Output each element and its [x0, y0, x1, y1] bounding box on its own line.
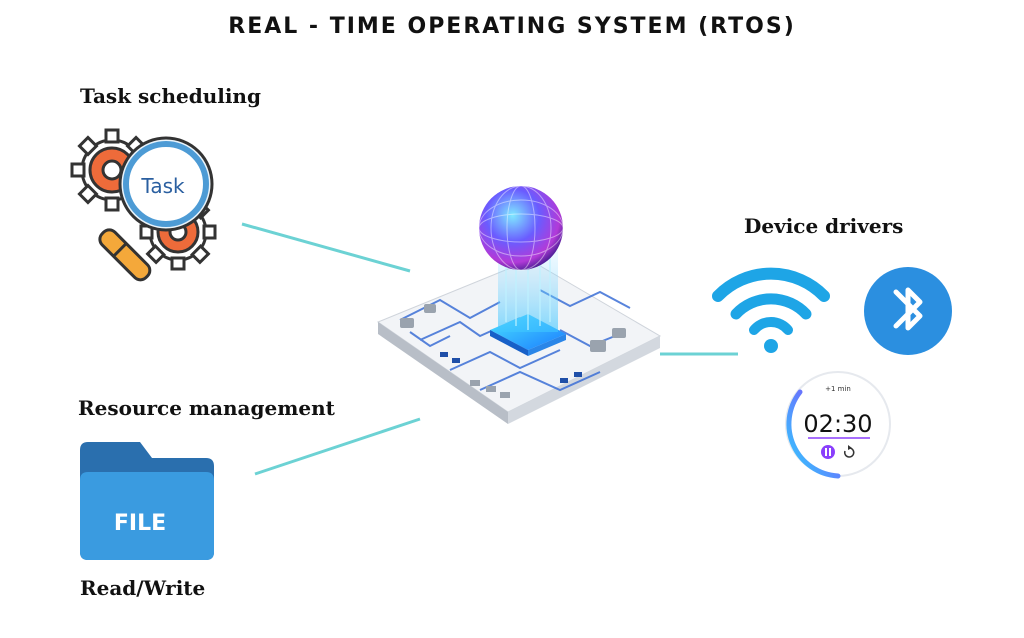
task-icon-text: Task	[140, 174, 185, 198]
bluetooth-icon	[864, 267, 952, 355]
pause-icon	[821, 445, 835, 459]
reset-icon	[844, 445, 855, 458]
connector-resource	[254, 417, 421, 476]
diagram-title: REAL - TIME OPERATING SYSTEM (RTOS)	[228, 14, 796, 39]
file-folder-icon: FILE	[80, 442, 214, 560]
globe-sphere	[479, 186, 563, 270]
timer-badge: +1 min	[825, 385, 851, 393]
connector-task	[241, 222, 411, 273]
circuit-board-sphere-icon	[376, 185, 662, 424]
label-read-write: Read/Write	[80, 576, 206, 600]
task-magnifier-gears-icon: Task	[70, 128, 217, 282]
timer-icon: +1 min 02:30	[785, 371, 891, 479]
magnifier-handle	[98, 228, 152, 282]
label-device-drivers: Device drivers	[744, 214, 904, 238]
file-icon-text: FILE	[114, 511, 166, 536]
wifi-icon	[712, 267, 830, 353]
timer-time: 02:30	[803, 410, 872, 438]
connector-lines	[241, 222, 738, 476]
label-task-scheduling: Task scheduling	[80, 84, 261, 108]
label-resource-management: Resource management	[78, 396, 335, 420]
